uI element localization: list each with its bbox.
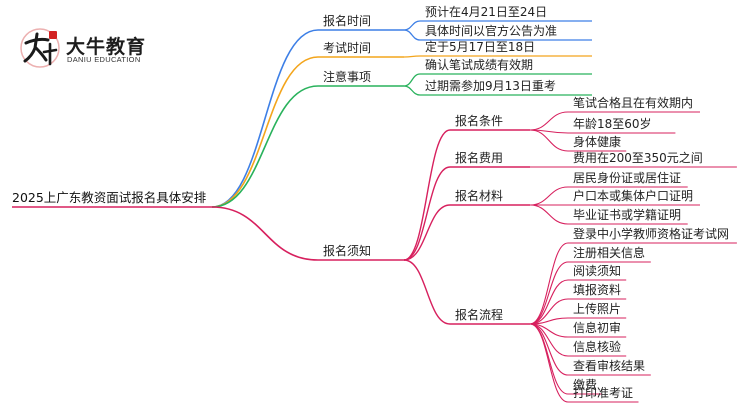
connector [529, 111, 569, 131]
leaf-4-4-2: 注册相关信息 [573, 245, 645, 260]
leaf-3-2: 过期需参加9月13日重考 [425, 78, 556, 93]
leaf-4-4-9: 缴费 [573, 377, 597, 392]
connector [529, 261, 569, 325]
logo-english-name: DANIU EDUCATION [67, 55, 141, 64]
connector [529, 279, 569, 325]
leaf-4-4-1: 登录中小学教师资格证考试网 [573, 226, 729, 241]
sub-branch-2: 报名费用 [455, 150, 503, 165]
leaf-1-2: 具体时间以官方公告为准 [425, 23, 557, 38]
connector [403, 129, 451, 261]
leaf-1-1: 预计在4月21日至24日 [425, 5, 547, 19]
leaf-4-2-1: 费用在200至350元之间 [573, 151, 703, 165]
root-topic: 2025上广东教资面试报名具体安排 [12, 190, 207, 205]
leaf-4-3-2: 户口本或集体户口证明 [573, 188, 693, 203]
connector [403, 73, 421, 87]
connector [403, 20, 421, 31]
connector [529, 242, 569, 325]
leaf-4-4-7: 信息核验 [573, 339, 621, 354]
leaf-4-3-1: 居民身份证或居住证 [573, 170, 681, 185]
leaf-4-4-3: 阅读须知 [573, 264, 621, 278]
connector [529, 323, 569, 403]
logo-chinese-name: 大牛教育 [66, 36, 147, 58]
connector [403, 204, 451, 261]
sub-branch-1: 报名条件 [455, 113, 503, 128]
connector [211, 85, 319, 208]
connector [403, 85, 421, 96]
leaf-4-3-3: 毕业证书或学籍证明 [573, 207, 681, 222]
branch-1: 报名时间 [323, 13, 371, 28]
connector [529, 186, 569, 206]
connector [211, 29, 319, 208]
connector [211, 56, 319, 208]
leaf-4-4-5: 上传照片 [573, 301, 621, 316]
connector [529, 323, 569, 376]
connector [529, 323, 569, 357]
connector [529, 204, 569, 225]
leaf-4-4-6: 信息初审 [573, 320, 621, 335]
connector [211, 206, 319, 261]
connector [403, 166, 451, 261]
sub-branch-4: 报名流程 [455, 307, 503, 322]
connector [529, 323, 569, 395]
connector [529, 129, 569, 152]
leaf-4-4-10: 打印准考证 [573, 386, 633, 400]
connector-lines [12, 20, 737, 403]
connector [403, 259, 451, 325]
leaf-2-1: 定于5月17日至18日 [425, 39, 535, 54]
brand-logo: 大牛教育 DANIU EDUCATION [18, 26, 148, 70]
connector [403, 55, 421, 58]
branch-4: 报名须知 [323, 243, 371, 258]
node-labels: 2025上广东教资面试报名具体安排 报名时间 预计在4月21日至24日具体时间以官方… [12, 5, 729, 400]
connector [403, 29, 421, 41]
leaf-4-1-2: 年龄18至60岁 [573, 116, 652, 131]
leaf-4-4-4: 填报资料 [573, 282, 621, 297]
leaf-4-4-8: 查看审核结果 [573, 358, 645, 373]
connector [529, 298, 569, 325]
leaf-4-1-3: 身体健康 [573, 134, 621, 149]
leaf-3-1: 确认笔试成绩有效期 [425, 57, 533, 72]
sub-branch-3: 报名材料 [455, 188, 503, 203]
branch-3: 注意事项 [323, 69, 371, 84]
leaf-4-1-1: 笔试合格且在有效期内 [573, 95, 693, 110]
daniu-logo-icon [20, 28, 60, 68]
branch-2: 考试时间 [323, 40, 371, 55]
